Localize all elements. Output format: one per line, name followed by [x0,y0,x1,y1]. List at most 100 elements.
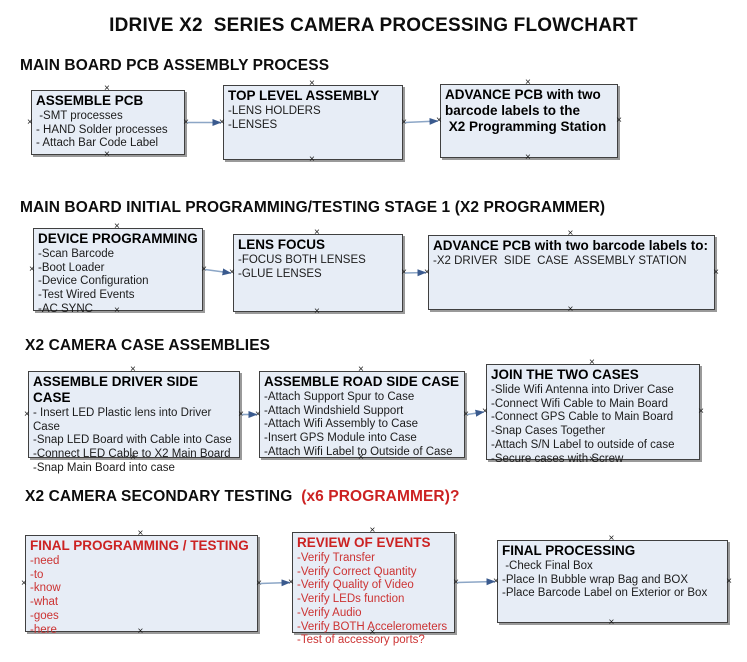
box-item: -what [30,596,59,609]
box-item: -Place Barcode Label on Exterior or Box [502,587,708,600]
box-title: ASSEMBLE PCB [36,93,144,108]
box-items: -X2 DRIVER SIDE CASE ASSEMBLY STATION [433,255,711,269]
flow-box-final-processing: FINAL PROCESSING -Check Final Box-Place … [493,534,732,628]
connection-handle-icon: × [309,78,315,89]
box-item: -Connect LED Cable to X2 Main Board [33,448,231,461]
box-title: TOP LEVEL ASSEMBLY [228,88,380,103]
connection-handle-icon: × [114,305,120,316]
connection-handle-icon: × [238,408,244,420]
box-item: -Attach S/N Label to outside of case [491,438,675,451]
connection-handle-icon: × [525,152,531,163]
box-item: - Attach Bar Code Label [36,137,159,150]
section-heading-case-assemblies: X2 CAMERA CASE ASSEMBLIES [25,337,270,355]
connection-handle-icon: × [726,575,732,587]
connection-handle-icon: × [453,576,459,588]
connection-handle-icon: × [256,577,262,589]
connection-handle-icon: × [29,263,35,275]
box-item: -Connect GPS Cable to Main Board [491,411,674,424]
box-item: -goes [30,609,59,622]
connection-handle-icon: × [104,83,110,94]
section-heading-text: MAIN BOARD INITIAL PROGRAMMING/TESTING S… [20,199,606,216]
connection-handle-icon: × [589,454,595,465]
connection-handle-icon: × [309,154,315,165]
box-title: FINAL PROCESSING [502,543,636,558]
box-items: -LENS HOLDERS-LENSES [228,105,399,132]
box-item: -AC SYNC [38,302,93,315]
connection-handle-icon: × [104,149,110,160]
section-heading-initial-programming: MAIN BOARD INITIAL PROGRAMMING/TESTING S… [20,199,605,217]
box-title: ADVANCE PCB with two barcode labels to t… [445,87,607,134]
connection-handle-icon: × [369,525,376,536]
connection-handle-icon: × [482,406,488,417]
flow-box-lens-focus: LENS FOCUS -FOCUS BOTH LENSES-GLUE LENSE… [229,228,407,317]
box-item: -to [30,568,44,581]
connection-handle-icon: × [183,116,189,128]
box-item: -here [30,623,57,636]
connection-handle-icon: × [358,364,364,375]
box-title: JOIN THE TWO CASES [491,367,639,382]
connection-handle-icon: × [255,408,261,420]
box-item: -Device Configuration [38,275,149,288]
flow-box-join-the-two-cases: JOIN THE TWO CASES -Slide Wifi Antenna i… [482,358,704,465]
section-heading-text: X2 CAMERA CASE ASSEMBLIES [25,337,271,354]
box-item: -GLUE LENSES [238,267,322,280]
box-item: -Attach Wifi Assembly to Case [264,418,419,431]
flow-arrow [456,578,496,586]
connection-handle-icon: × [608,617,615,628]
connection-handle-icon: × [589,357,595,368]
box-item: - Insert LED Plastic lens into Driver Ca… [33,407,215,433]
flow-box-top-level-assembly: TOP LEVEL ASSEMBLY -LENS HOLDERS-LENSES … [219,79,407,165]
connection-handle-icon: × [525,77,531,88]
box-item: -Slide Wifi Antenna into Driver Case [491,384,674,396]
section-heading-text: X2 CAMERA SECONDARY TESTING [25,488,297,505]
box-item: -Check Final Box [502,560,593,572]
connection-handle-icon: × [358,452,364,463]
box-title: ASSEMBLE ROAD SIDE CASE [264,374,460,389]
connection-handle-icon: × [21,577,27,589]
connection-handle-icon: × [436,115,442,126]
box-item: -Verify Audio [297,606,362,619]
box-items: -need-to-know-what-goes-here [30,555,254,637]
connection-handle-icon: × [229,267,235,278]
connection-handle-icon: × [114,221,120,232]
box-items: -Check Final Box-Place In Bubble wrap Ba… [502,560,724,601]
flow-box-advance-pcb-to-driver-side-case: ADVANCE PCB with two barcode labels to: … [424,229,719,315]
box-item: -Attach Wifi Label to Outside of Case [264,445,453,458]
connection-handle-icon: × [463,408,469,420]
box-item: -LENS HOLDERS [228,105,321,117]
box-title: ASSEMBLE DRIVER SIDE CASE [33,374,202,405]
box-items: -Scan Barcode-Boot Loader-Device Configu… [38,248,199,317]
connection-handle-icon: × [493,575,499,587]
box-item: -Insert GPS Module into Case [264,432,417,445]
connection-handle-icon: × [424,266,430,278]
connection-handle-icon: × [369,627,376,638]
box-item: -Snap LED Board with Cable into Case [33,434,232,447]
box-item: -Attach Windshield Support [264,404,404,417]
connection-handle-icon: × [137,626,144,637]
section-heading-red-text: (x6 PROGRAMMER)? [296,488,460,505]
flow-box-assemble-road-side-case: ASSEMBLE ROAD SIDE CASE -Attach Support … [255,365,469,463]
flow-box-advance-pcb-to-programming-station: ADVANCE PCB with two barcode labels to t… [436,78,622,163]
box-items: -Slide Wifi Antenna into Driver Case -Con… [491,384,696,466]
connection-handle-icon: × [27,116,33,128]
box-items: -FOCUS BOTH LENSES-GLUE LENSES [238,254,399,281]
flow-box-assemble-driver-side-case: ASSEMBLE DRIVER SIDE CASE - Insert LED P… [24,365,244,474]
flow-arrow [404,117,439,125]
connection-handle-icon: × [314,227,320,238]
connection-handle-icon: × [219,116,225,128]
section-heading-text: MAIN BOARD PCB ASSEMBLY PROCESS [20,57,330,74]
box-items: -SMT processes- HAND Solder processes- A… [36,110,181,151]
box-items: -Verify Transfer-Verify Correct Quantity… [297,552,451,648]
connection-handle-icon: × [401,116,407,128]
box-item: -Secure cases with Screw [491,452,624,465]
box-item: -Verify LEDs function [297,593,405,606]
box-item: -Boot Loader [38,261,105,274]
connection-handle-icon: × [401,267,407,278]
box-item: -X2 DRIVER SIDE CASE ASSEMBLY STATION [433,255,687,267]
box-title: REVIEW OF EVENTS [297,535,431,550]
box-title: FINAL PROGRAMMING / TESTING [30,538,249,553]
box-item: -Verify Correct Quantity [297,565,417,578]
connection-handle-icon: × [698,406,704,417]
flow-box-device-programming: DEVICE PROGRAMMING -Scan Barcode-Boot Lo… [29,222,207,316]
box-item: -Attach Support Spur to Case [264,391,415,403]
